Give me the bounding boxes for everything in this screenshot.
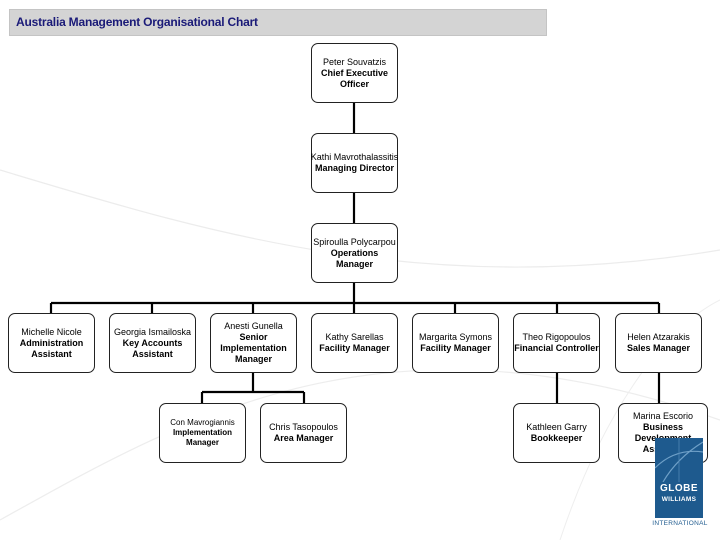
node-name: Anesti Gunella: [224, 321, 283, 331]
node-role: Senior Implementation Manager: [220, 332, 287, 364]
node-role: Facility Manager: [319, 343, 390, 353]
logo-text-williams: WILLIAMS: [661, 496, 697, 503]
node-name: Georgia Ismailoska: [113, 326, 192, 337]
logo-tile: [654, 438, 704, 518]
node-name: Con Mavrogiannis: [170, 418, 235, 427]
org-node-administration-assistant: Michelle Nicole Administration Assistant: [8, 313, 95, 373]
node-name: Kathi Mavrothalassitis: [310, 152, 399, 162]
org-node-implementation-manager: Con Mavrogiannis Implementation Manager: [159, 403, 246, 463]
org-node-managing-director: Kathi Mavrothalassitis Managing Director: [311, 133, 398, 193]
logo-text-international: INTERNATIONAL: [652, 520, 708, 527]
node-role: Chief Executive Officer: [320, 67, 389, 89]
node-name: Peter Souvatzis: [322, 56, 387, 67]
node-role: Operations Manager: [330, 247, 379, 269]
org-node-facility-manager-2: Margarita Symons Facility Manager: [412, 313, 499, 373]
node-role: Managing Director: [314, 163, 394, 173]
node-role: Area Manager: [273, 433, 334, 443]
org-node-operations-manager: Spiroulla Polycarpou Operations Manager: [311, 223, 398, 283]
node-role: Bookkeeper: [530, 433, 583, 443]
globe-williams-logo: GLOBE WILLIAMS: [654, 438, 704, 518]
org-node-area-manager: Chris Tasopoulos Area Manager: [260, 403, 347, 463]
org-node-ceo: Peter Souvatzis Chief Executive Officer: [311, 43, 398, 103]
node-name: Michelle Nicole: [21, 326, 82, 337]
globe-icon: [654, 438, 704, 483]
org-node-bookkeeper: Kathleen Garry Bookkeeper: [513, 403, 600, 463]
node-name: Theo Rigopoulos: [522, 332, 591, 342]
org-node-financial-controller: Theo Rigopoulos Financial Controller: [513, 313, 600, 373]
title-bar: Australia Management Organisational Char…: [9, 9, 547, 36]
org-node-senior-implementation-manager: Anesti Gunella Senior Implementation Man…: [210, 313, 297, 373]
node-name: Kathleen Garry: [526, 422, 587, 432]
node-name: Helen Atzarakis: [627, 332, 690, 342]
node-role: Key Accounts Assistant: [122, 337, 183, 359]
node-role: Financial Controller: [514, 343, 599, 353]
logo-text-globe: GLOBE: [659, 483, 699, 494]
org-node-sales-manager: Helen Atzarakis Sales Manager: [615, 313, 702, 373]
org-node-key-accounts-assistant: Georgia Ismailoska Key Accounts Assistan…: [109, 313, 196, 373]
node-name: Kathy Sarellas: [325, 332, 384, 342]
node-role: Sales Manager: [626, 343, 691, 353]
node-name: Spiroulla Polycarpou: [313, 236, 396, 247]
page-title: Australia Management Organisational Char…: [16, 15, 258, 29]
org-node-facility-manager-1: Kathy Sarellas Facility Manager: [311, 313, 398, 373]
node-role: Administration Assistant: [19, 337, 84, 359]
node-role: Facility Manager: [420, 343, 491, 353]
node-name: Chris Tasopoulos: [269, 422, 338, 432]
node-role: Implementation Manager: [172, 428, 233, 447]
node-name: Margarita Symons: [418, 332, 493, 342]
node-name: Marina Escorio: [632, 411, 694, 421]
